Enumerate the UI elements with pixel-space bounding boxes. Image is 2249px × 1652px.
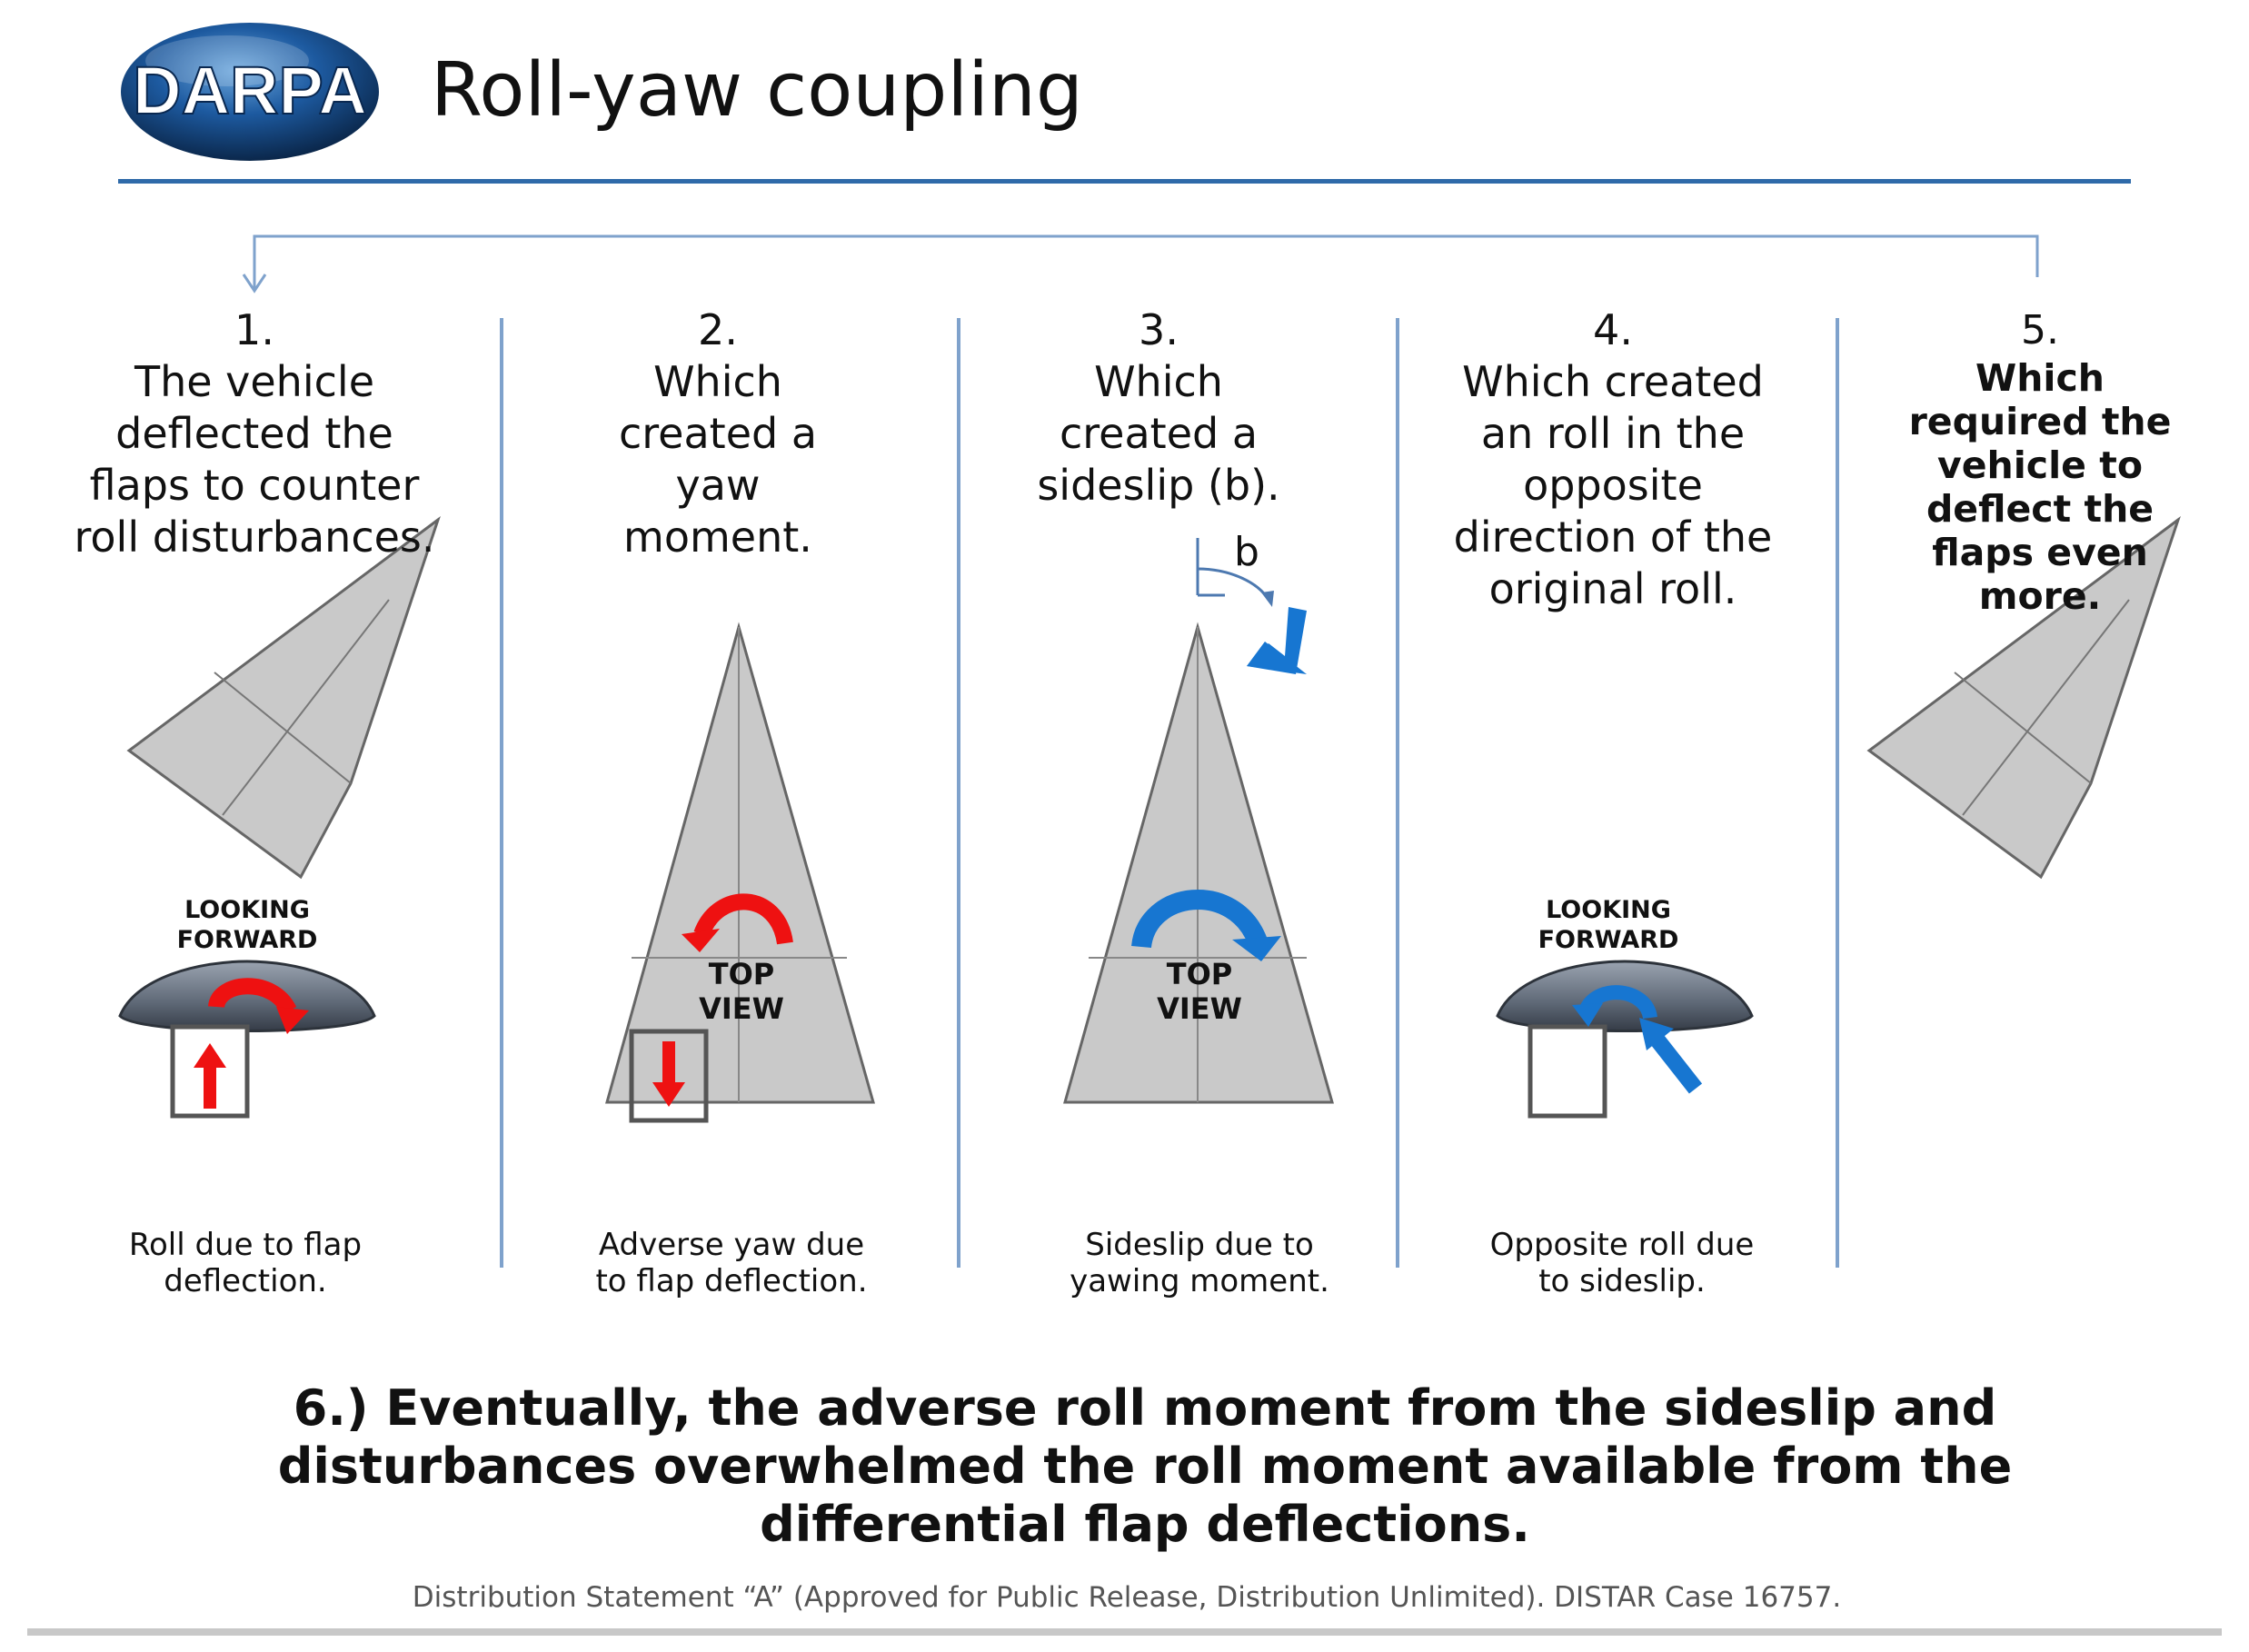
step-3-number: 3. xyxy=(1139,305,1179,354)
conclusion-text: 6.) Eventually, the adverse roll moment … xyxy=(277,1379,2013,1553)
step-5-body: Which required the vehicle to deflect th… xyxy=(1908,356,2172,618)
step-5-number: 5. xyxy=(2021,307,2059,353)
vehicle-tilted-5 xyxy=(1866,515,2181,880)
darpa-logo: DARPA xyxy=(121,23,379,161)
header-rule xyxy=(118,179,2131,184)
distribution-statement: Distribution Statement “A” (Approved for… xyxy=(412,1581,1842,1614)
step-3-text: 3. Which created a sideslip (b). xyxy=(1013,304,1304,512)
top-view-label-2: TOP VIEW xyxy=(699,957,784,1026)
step-1-text: 1. The vehicle deflected the flaps to co… xyxy=(55,304,454,563)
feedback-loop-arrow xyxy=(253,234,2039,289)
red-yaw-arrow xyxy=(693,893,793,945)
page-title: Roll-yaw coupling xyxy=(431,47,1083,134)
step-4-caption: Opposite roll due to sideslip. xyxy=(1489,1227,1755,1299)
vehicle-top-view-3 xyxy=(1063,538,1334,1104)
step-1-caption: Roll due to flap deflection. xyxy=(128,1227,363,1299)
blue-sideslip-arrow-4 xyxy=(1648,1032,1703,1094)
step-4-text: 4. Which created an roll in the opposite… xyxy=(1422,304,1804,615)
blue-yaw-arrow xyxy=(1131,890,1268,949)
step-1-number: 1. xyxy=(234,305,274,354)
step-2-number: 2. xyxy=(698,305,738,354)
vehicle-top-view-2 xyxy=(605,622,875,1123)
step-5-text: 5. Which required the vehicle to deflect… xyxy=(1881,304,2199,618)
step-3-body: Which created a sideslip (b). xyxy=(1037,357,1280,510)
top-view-label-3: TOP VIEW xyxy=(1157,957,1242,1026)
beta-label: b xyxy=(1234,529,1259,575)
forward-view-1 xyxy=(118,960,376,1119)
step-3-caption: Sideslip due to yawing moment. xyxy=(1070,1227,1329,1299)
step-2-body: Which created a yaw moment. xyxy=(618,357,818,562)
looking-forward-label-4: LOOKING FORWARD xyxy=(1537,896,1679,954)
logo-text: DARPA xyxy=(133,53,367,128)
looking-forward-label-1: LOOKING FORWARD xyxy=(176,896,318,954)
red-down-arrow xyxy=(652,1041,685,1107)
footer-rule xyxy=(27,1628,2222,1636)
step-2-caption: Adverse yaw due to flap deflection. xyxy=(595,1227,868,1299)
feedback-arrowhead xyxy=(242,274,267,294)
step-1-body: The vehicle deflected the flaps to count… xyxy=(74,357,435,562)
step-4-body: Which created an roll in the opposite di… xyxy=(1453,357,1773,613)
vehicle-tilted-1 xyxy=(126,515,441,880)
step-2-text: 2. Which created a yaw moment. xyxy=(582,304,854,563)
blue-roll-arrow xyxy=(1579,985,1657,1020)
red-up-arrow xyxy=(194,1043,226,1109)
step-4-number: 4. xyxy=(1593,305,1633,354)
forward-view-4 xyxy=(1496,960,1754,1119)
red-roll-arrow xyxy=(208,978,297,1015)
